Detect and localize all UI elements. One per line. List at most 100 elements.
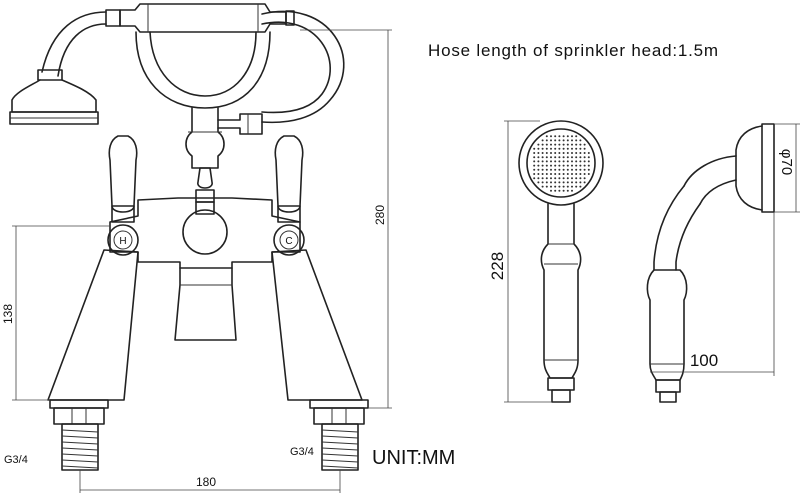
spray-nozzle-dot <box>537 160 540 163</box>
spray-nozzle-dot <box>558 147 561 150</box>
right-fitting <box>309 399 369 471</box>
spray-nozzle-dot <box>545 168 548 171</box>
spray-nozzle-dot <box>550 189 552 192</box>
spray-nozzle-dot <box>558 168 561 171</box>
spray-nozzle-dot <box>554 168 557 171</box>
spray-nozzle-dot <box>558 189 561 192</box>
spray-nozzle-dot <box>550 164 552 167</box>
spray-nozzle-dot <box>558 160 561 163</box>
dim-center-distance: 180 <box>196 475 216 489</box>
left-leg <box>47 249 139 401</box>
spray-nozzle-dot <box>537 168 540 171</box>
spray-nozzle-dot <box>571 139 573 142</box>
handset-side-view <box>646 123 775 403</box>
spray-nozzle-dot <box>558 152 561 154</box>
spray-nozzle-dot <box>533 177 536 180</box>
spray-nozzle-dot <box>571 147 573 150</box>
spray-nozzle-dot <box>575 160 578 163</box>
spray-nozzle-dot <box>583 177 586 180</box>
spray-nozzle-dot <box>541 152 544 154</box>
spray-nozzle-dot <box>558 156 561 159</box>
spray-nozzle-dot <box>566 177 569 180</box>
spray-nozzle-dot <box>571 181 573 184</box>
spray-nozzle-dot <box>545 139 548 142</box>
spray-nozzle-dot <box>579 164 582 167</box>
left-thread-label: G3/4 <box>4 454 28 466</box>
spray-nozzle-dot <box>575 177 578 180</box>
spray-nozzle-dot <box>587 156 590 159</box>
spray-nozzle-dot <box>533 152 536 154</box>
spray-nozzle-dot <box>541 160 544 163</box>
spray-nozzle-dot <box>537 164 540 167</box>
spray-nozzle-dot <box>587 164 590 167</box>
spray-nozzle-dot <box>571 177 573 180</box>
spray-nozzle-dot <box>566 143 569 146</box>
spray-nozzle-dot <box>562 143 565 146</box>
spray-nozzle-dot <box>579 181 582 184</box>
spray-nozzle-dot <box>566 147 569 150</box>
spray-nozzle-dot <box>550 156 552 159</box>
spray-nozzle-dot <box>571 185 573 188</box>
spray-nozzle-dot <box>545 152 548 154</box>
spray-nozzle-dot <box>562 139 565 142</box>
spray-nozzle-dot <box>550 139 552 142</box>
spray-nozzle-dot <box>558 135 561 138</box>
spray-nozzle-dot <box>533 147 536 150</box>
spray-nozzle-dot <box>541 173 544 175</box>
handset-length-dimension: 228 <box>488 120 552 403</box>
spray-nozzle-dot <box>533 156 536 159</box>
spray-nozzle-dot <box>566 135 569 138</box>
spray-nozzle-dot <box>558 143 561 146</box>
spout <box>174 267 237 341</box>
spray-nozzle-dot <box>587 160 590 163</box>
spray-nozzle-dot <box>562 185 565 188</box>
spray-nozzle-dot <box>533 164 536 167</box>
spray-nozzle-dot <box>579 147 582 150</box>
faucet-dimensions: 280 138 180 <box>1 29 392 493</box>
spray-nozzle-dot <box>571 189 573 192</box>
spray-nozzle-dot <box>554 147 557 150</box>
spray-nozzle-dot <box>541 185 544 188</box>
spray-nozzle-dot <box>583 168 586 171</box>
hose-outer <box>261 10 345 124</box>
spray-nozzle-dot <box>550 147 552 150</box>
spray-nozzle-dot <box>533 168 536 171</box>
spray-nozzle-dot <box>587 173 590 175</box>
handset-neck <box>41 11 107 73</box>
spray-nozzle-dot <box>562 156 565 159</box>
spray-nozzle-dot <box>575 143 578 146</box>
spray-nozzle-dot <box>575 135 578 138</box>
cold-label: C <box>285 236 292 247</box>
spray-nozzle-dot <box>545 185 548 188</box>
spray-nozzle-dot <box>566 160 569 163</box>
spray-nozzle-dot <box>583 152 586 154</box>
spray-nozzle-dot <box>579 156 582 159</box>
spray-nozzle-dot <box>558 173 561 175</box>
spray-nozzle-dot <box>545 177 548 180</box>
spray-nozzle-dot <box>579 173 582 175</box>
spray-nozzle-dot <box>554 185 557 188</box>
spray-nozzle-dot <box>575 156 578 159</box>
spray-nozzle-dot <box>575 185 578 188</box>
spray-nozzle-dot <box>562 135 565 138</box>
spray-nozzle-dot <box>583 173 586 175</box>
spray-nozzle-dot <box>554 156 557 159</box>
cradle <box>135 31 271 109</box>
spray-nozzle-dot <box>566 168 569 171</box>
spray-nozzle-dot <box>550 135 552 138</box>
spray-nozzle-dot <box>583 181 586 184</box>
spray-nozzle-dot <box>537 177 540 180</box>
spray-nozzle-dot <box>537 152 540 154</box>
spray-nozzle-dot <box>566 164 569 167</box>
dim-total-height: 280 <box>373 205 387 225</box>
spray-nozzle-dot <box>575 139 578 142</box>
spray-nozzle-dot <box>583 156 586 159</box>
spray-nozzle-dot <box>554 143 557 146</box>
spray-nozzle-dot <box>550 160 552 163</box>
spray-nozzle-dot <box>541 139 544 142</box>
unit-label: UNIT:MM <box>372 447 455 469</box>
spray-nozzle-dot <box>562 152 565 154</box>
spray-nozzle-dot <box>558 164 561 167</box>
spray-nozzle-dot <box>579 160 582 163</box>
